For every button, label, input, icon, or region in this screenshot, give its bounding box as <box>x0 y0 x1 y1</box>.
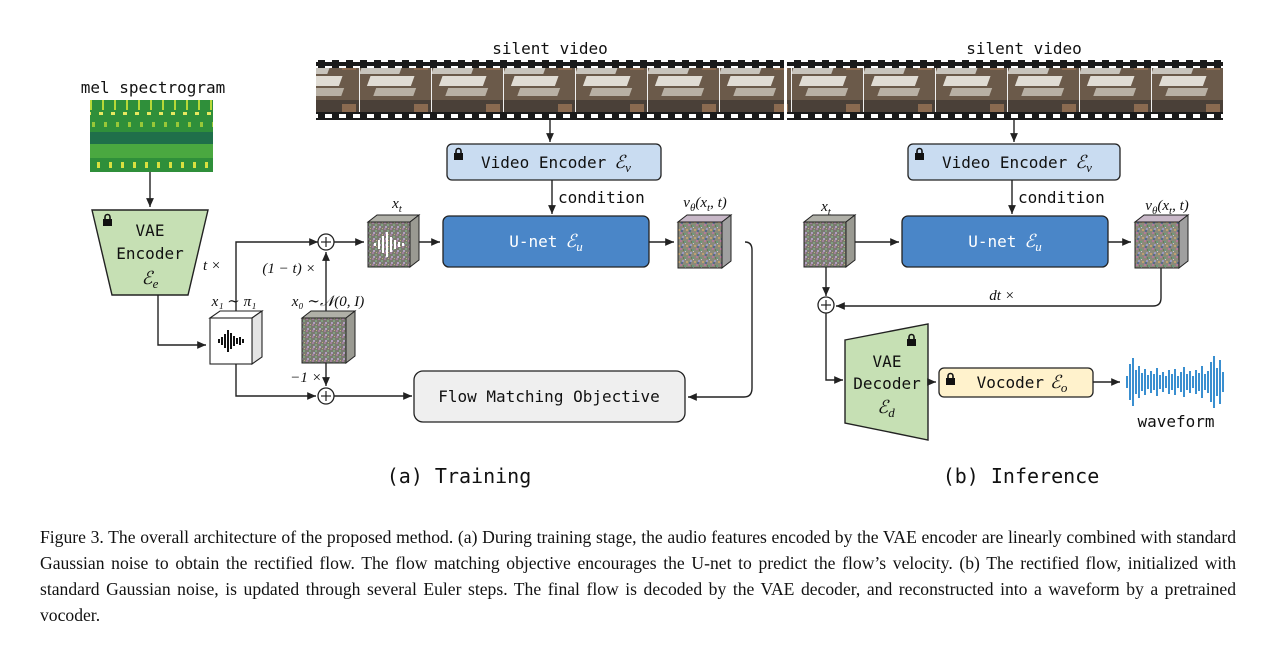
inference-unet-text: U-net <box>968 232 1016 251</box>
training-video-encoder-text: Video Encoder <box>481 153 607 172</box>
waveform-icon <box>218 330 244 352</box>
lock-icon <box>915 147 924 160</box>
caption-label: Figure 3. <box>40 527 104 547</box>
lock-icon <box>946 372 955 385</box>
svg-text:vθ(xt, t): vθ(xt, t) <box>683 195 726 214</box>
inference-video-encoder-block: Video Encoder ℰv <box>907 120 1121 181</box>
lock-icon <box>907 333 916 346</box>
inference-velocity-args: (x <box>1157 198 1169 214</box>
x0-label: x₀ ∼𝒩(0, I) <box>291 294 365 310</box>
training-condition-label: condition <box>558 188 645 207</box>
training-velocity-cube-icon <box>676 213 733 270</box>
x1-waveform-cube <box>208 309 264 366</box>
training-video-encoder-sub: v <box>625 160 631 175</box>
lock-icon <box>454 147 463 160</box>
output-waveform-icon <box>1126 356 1224 408</box>
inference-xt-label: x <box>820 199 828 215</box>
training-unet-sub: u <box>576 239 583 254</box>
vae-decoder-line2: Decoder <box>853 374 921 393</box>
vae-encoder-line1: VAE <box>136 221 165 240</box>
vae-encoder-sub: e <box>153 276 159 291</box>
spectrogram-label: mel spectrogram <box>81 78 226 97</box>
vae-encoder-symbol: ℰ <box>142 268 155 288</box>
inference-unet-sub: u <box>1035 239 1042 254</box>
vocoder-block: Vocoder ℰo <box>938 367 1094 398</box>
svg-text:vθ(xt, t): vθ(xt, t) <box>1145 198 1188 217</box>
lock-icon <box>103 213 112 226</box>
inference-xt-sub: t <box>828 206 832 218</box>
inference-velocity-cube-icon <box>1133 213 1190 270</box>
vae-decoder-line1: VAE <box>873 352 902 371</box>
training-velocity-label: v <box>683 195 690 211</box>
vae-encoder-block: VAE Encoder ℰe <box>91 209 209 296</box>
inference-video-encoder-symbol: ℰ <box>1075 152 1088 172</box>
training-subtitle: (a) Training <box>387 464 532 488</box>
svg-text:ℰe: ℰe <box>142 268 159 291</box>
training-film-strip-icon <box>316 60 784 120</box>
figure-caption: Figure 3. The overall architecture of th… <box>40 524 1236 628</box>
vocoder-text: Vocoder <box>977 373 1045 392</box>
minus-one-label: −1 × <box>290 370 322 386</box>
training-video-encoder-symbol: ℰ <box>614 152 627 172</box>
training-velocity-args-end: , t) <box>710 195 727 211</box>
training-velocity-sub: θ <box>690 202 696 214</box>
inference-condition-label: condition <box>1018 188 1105 207</box>
training-video-encoder-block: Video Encoder ℰv <box>446 120 662 181</box>
spectrogram-icon <box>90 100 213 172</box>
svg-text:xt: xt <box>820 199 832 218</box>
x0-noise-cube-icon <box>300 309 357 365</box>
dt-times-label: dt × <box>989 288 1015 304</box>
inference-velocity-args-end: , t) <box>1172 198 1189 214</box>
vocoder-symbol: ℰ <box>1050 372 1063 392</box>
t-times-label: t × <box>203 258 221 274</box>
inference-film-label: silent video <box>966 39 1082 58</box>
training-unet-block: U-net ℰu <box>442 215 650 268</box>
one-minus-t-label: (1 − t) × <box>262 261 315 277</box>
training-xt-label: x <box>391 196 399 212</box>
vae-decoder-block: VAE Decoder ℰd <box>844 323 929 441</box>
training-film-label: silent video <box>492 39 608 58</box>
training-velocity-args-sub: t <box>707 202 711 214</box>
x1-label: x₁ ∼ π₁ <box>211 294 257 310</box>
training-panel: silent video mel spectrogram VAE Encoder… <box>81 39 784 488</box>
inference-subtitle: (b) Inference <box>943 464 1100 488</box>
vae-encoder-line2: Encoder <box>116 244 184 263</box>
training-velocity-args: (x <box>695 195 707 211</box>
inference-velocity-sub: θ <box>1152 205 1158 217</box>
inference-velocity-args-sub: t <box>1169 205 1173 217</box>
inference-velocity-label: v <box>1145 198 1152 214</box>
flow-matching-objective-block: Flow Matching Objective <box>413 370 686 423</box>
inference-unet-block: U-net ℰu <box>901 215 1109 268</box>
architecture-diagram: silent video mel spectrogram VAE Encoder… <box>81 39 1224 488</box>
training-xt-sub: t <box>399 203 403 215</box>
training-unet-text: U-net <box>509 232 557 251</box>
vae-decoder-sub: d <box>888 405 895 420</box>
caption-text: The overall architecture of the proposed… <box>40 527 1236 625</box>
vae-decoder-symbol: ℰ <box>877 397 890 417</box>
inference-xt-noise-cube-icon <box>802 213 857 269</box>
svg-text:ℰd: ℰd <box>877 397 895 420</box>
inference-unet-symbol: ℰ <box>1024 231 1037 251</box>
svg-text:xt: xt <box>391 196 403 215</box>
waveform-label: waveform <box>1137 412 1214 431</box>
inference-video-encoder-sub: v <box>1086 160 1092 175</box>
vocoder-sub: o <box>1061 380 1068 395</box>
inference-film-strip-icon <box>787 60 1223 120</box>
inference-video-encoder-text: Video Encoder <box>942 153 1068 172</box>
training-xt-cube-icon <box>366 213 421 269</box>
flow-matching-text: Flow Matching Objective <box>438 387 660 406</box>
training-unet-symbol: ℰ <box>565 231 578 251</box>
